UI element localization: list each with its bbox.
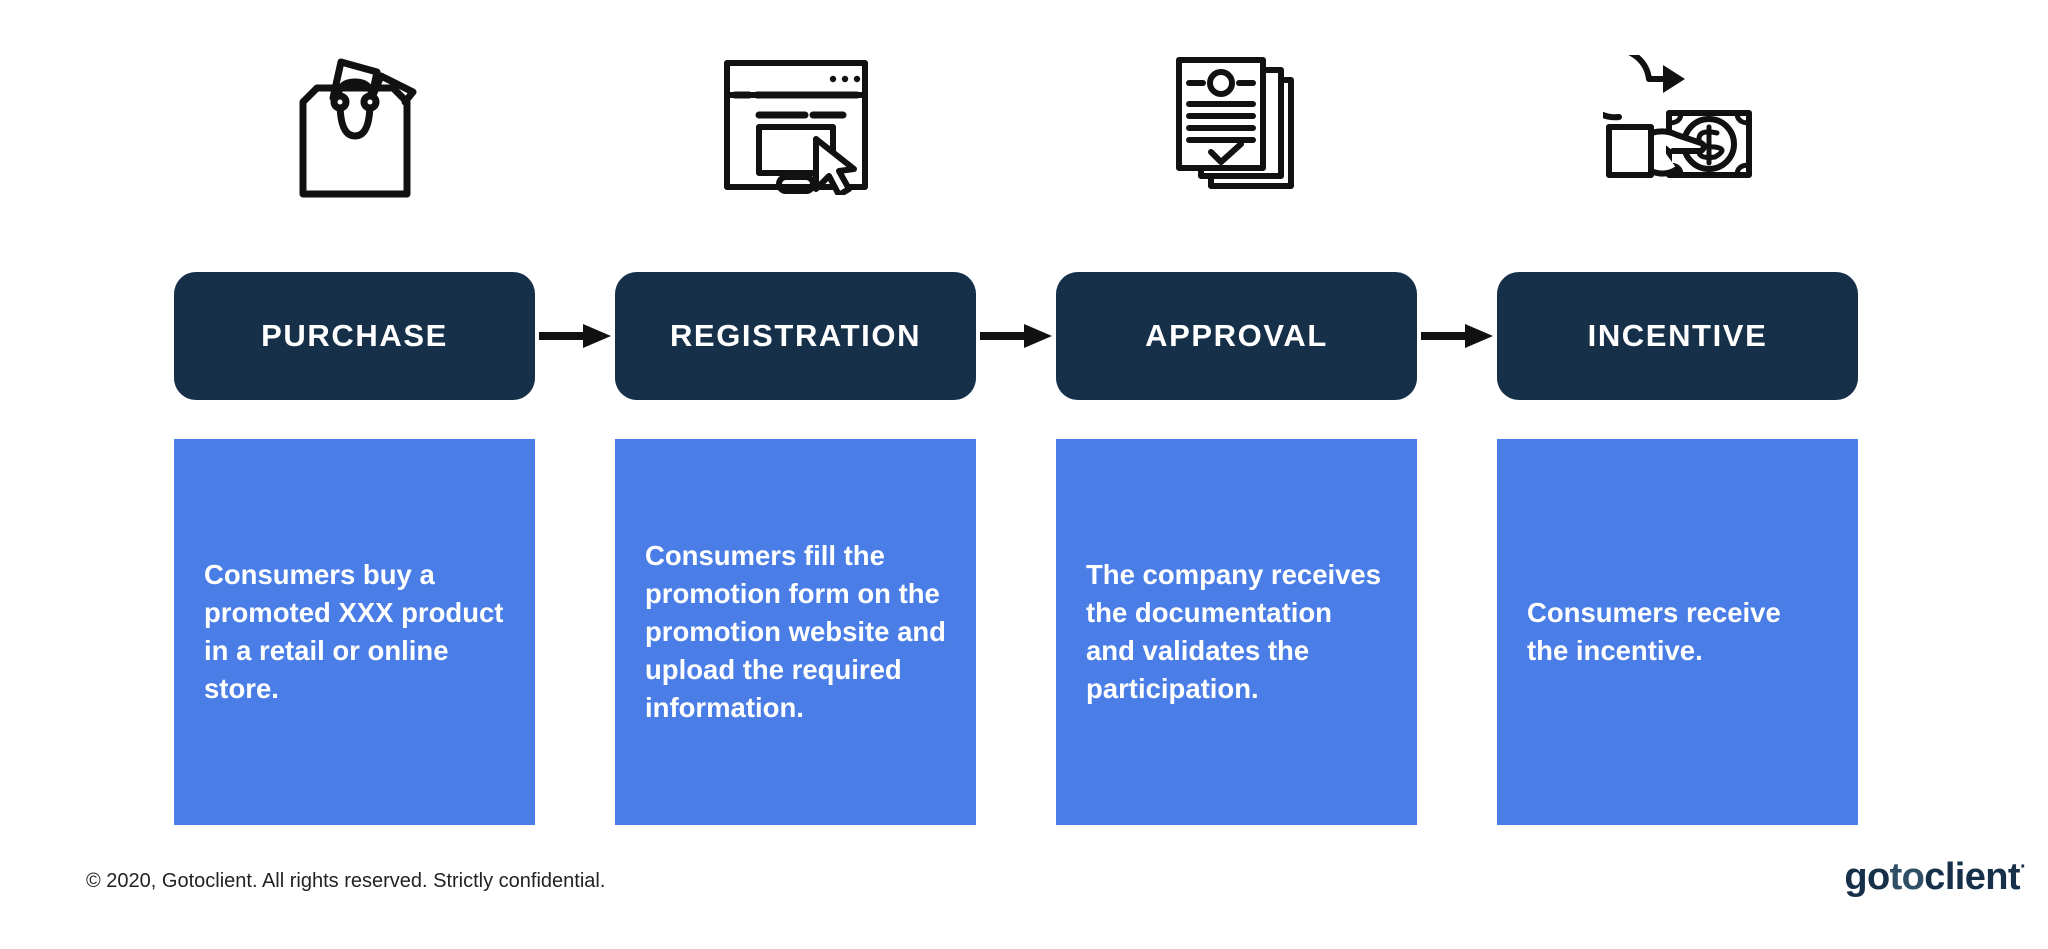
step-1-description-panel: Consumers buy a promoted XXX product in … — [174, 439, 535, 825]
process-step-2: REGISTRATION Consumers fill the promotio… — [615, 30, 1052, 825]
step-4-description-panel: Consumers receive the incentive. — [1497, 439, 1858, 825]
documents-check-icon — [1056, 30, 1417, 220]
step-label-text: REGISTRATION — [669, 318, 922, 353]
step-4-description-text: Consumers receive the incentive. — [1527, 597, 1781, 666]
step-2-description-text: Consumers fill the promotion form on the… — [645, 540, 946, 723]
step-4-pill-row: INCENTIVE — [1497, 272, 1858, 400]
step-label-text: INCENTIVE — [1587, 318, 1768, 353]
step-label-text: APPROVAL — [1145, 318, 1328, 353]
copyright-text: © 2020, Gotoclient. All rights reserved.… — [86, 870, 606, 892]
process-steps-grid: PURCHASE Consumers buy a promoted XXX pr… — [174, 30, 1858, 825]
step-3-description-panel: The company receives the documentation a… — [1056, 439, 1417, 825]
arrow-right-icon-1 — [535, 323, 615, 349]
process-step-1: PURCHASE Consumers buy a promoted XXX pr… — [174, 30, 611, 825]
process-step-4: INCENTIVE Consumers receive the incentiv… — [1497, 30, 1858, 825]
arrow-right-icon-2 — [976, 323, 1056, 349]
step-3-description-text: The company receives the documentation a… — [1086, 559, 1382, 704]
step-label-purchase[interactable]: PURCHASE — [174, 272, 535, 400]
browser-window-cursor-icon — [615, 30, 976, 220]
arrow-right-icon-3 — [1417, 323, 1497, 349]
cashback-hand-money-icon — [1497, 30, 1858, 220]
step-label-text: PURCHASE — [261, 318, 448, 353]
gotoclient-logo: gotoclient· — [1844, 856, 2026, 899]
step-3-pill-row: APPROVAL — [1056, 272, 1493, 400]
slide-footer: © 2020, Gotoclient. All rights reserved.… — [0, 856, 2048, 922]
step-label-registration[interactable]: REGISTRATION — [615, 272, 976, 400]
step-2-description-panel: Consumers fill the promotion form on the… — [615, 439, 976, 825]
step-label-incentive[interactable]: INCENTIVE — [1497, 272, 1858, 400]
process-step-3: APPROVAL The company receives the docume… — [1056, 30, 1493, 825]
logo-part-go: go — [1844, 856, 1890, 898]
logo-mark: · — [2019, 856, 2027, 878]
step-1-description-text: Consumers buy a promoted XXX product in … — [204, 559, 504, 704]
step-label-approval[interactable]: APPROVAL — [1056, 272, 1417, 400]
shopping-bag-icon — [174, 30, 535, 220]
logo-part-client: client — [1924, 856, 2020, 898]
step-2-pill-row: REGISTRATION — [615, 272, 1052, 400]
step-1-pill-row: PURCHASE — [174, 272, 611, 400]
logo-part-to: to — [1889, 856, 1925, 898]
